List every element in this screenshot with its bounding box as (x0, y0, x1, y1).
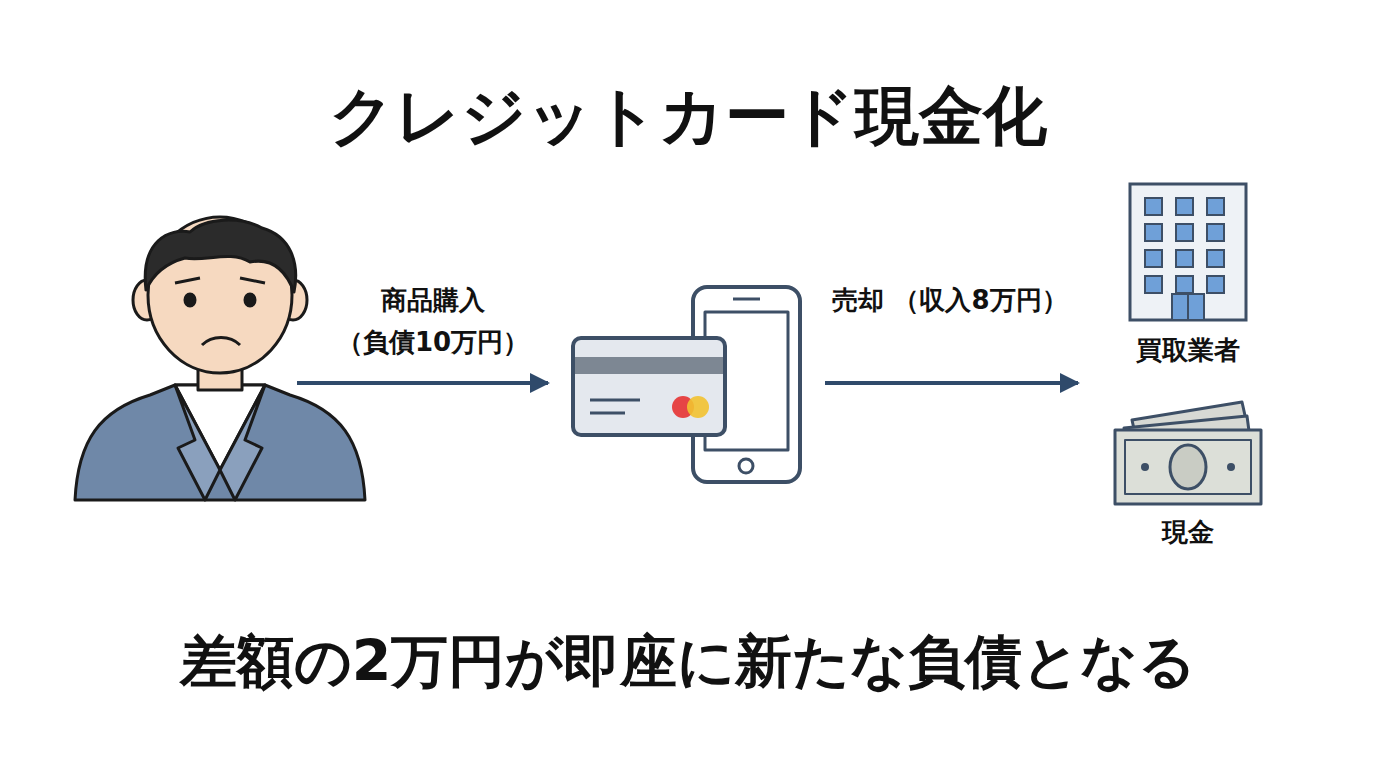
node-label: 現金 (1162, 516, 1214, 550)
arrow-label: 売却 （収入8万円） (830, 280, 1070, 322)
node-label: 買取業者 (1136, 334, 1240, 368)
arrow (297, 381, 548, 385)
icon-node: 現金 (1112, 398, 1264, 550)
arrow-label: 商品購入 （負債10万円） (313, 280, 553, 363)
worried-person (75, 217, 365, 500)
phone-and-card (573, 287, 800, 482)
arrow (825, 381, 1078, 385)
icon-node: 買取業者 (1128, 182, 1248, 368)
title: クレジットカード現金化 (0, 78, 1376, 155)
cash-icon (1112, 398, 1264, 508)
caption: 差額の2万円が即座に新たな負債となる (0, 627, 1376, 695)
building-icon (1128, 182, 1248, 324)
